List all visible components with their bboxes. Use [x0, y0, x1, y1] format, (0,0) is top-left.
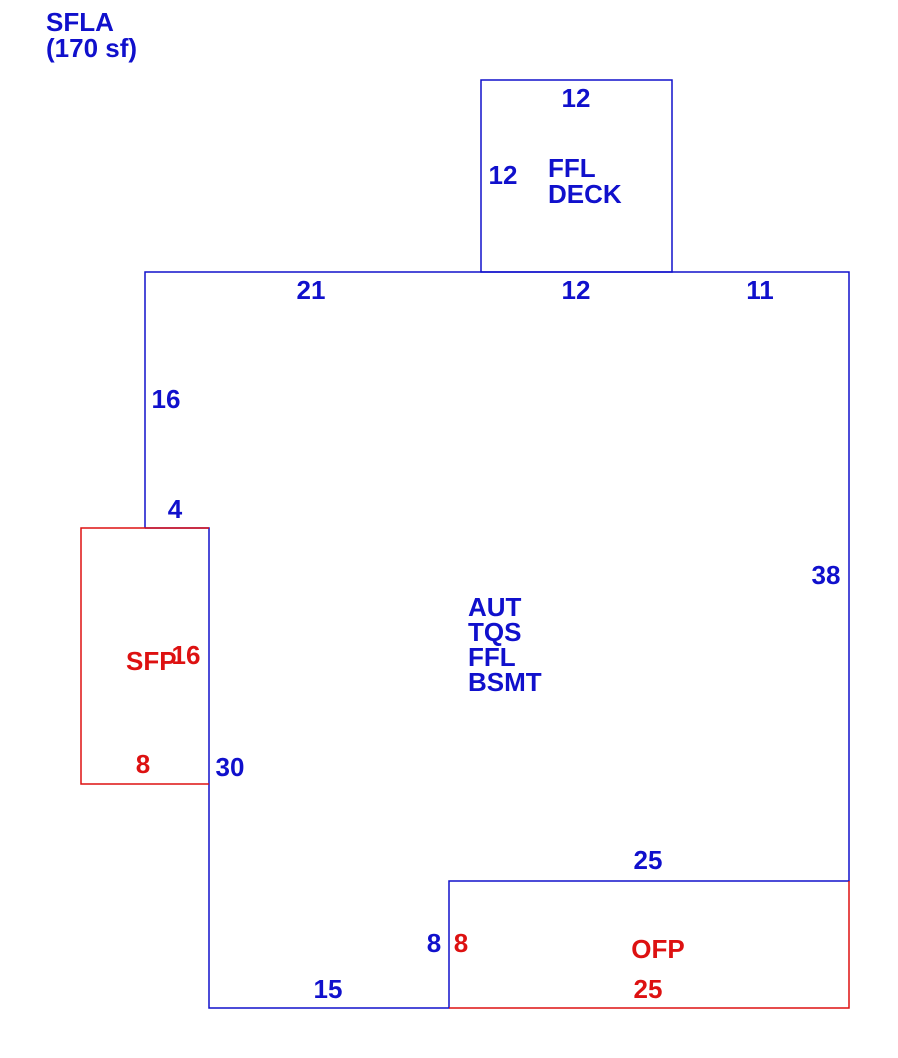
main-top-left-dim: 21	[297, 275, 326, 305]
deck-label-line2: DECK	[548, 179, 622, 209]
ofp-label: OFP	[631, 934, 684, 964]
ofp-outline	[449, 881, 850, 1009]
main-porch-side-dim: 8	[427, 928, 441, 958]
main-label-line3: FFL	[468, 642, 516, 672]
sketch-title: SFLA (170 sf)	[46, 9, 137, 61]
main-outline	[144, 271, 850, 1009]
main-bottom-dim: 15	[314, 974, 343, 1004]
main-top-right-dim: 11	[746, 275, 774, 305]
main-label-line4: BSMT	[468, 667, 542, 697]
main-left-lower-dim: 30	[216, 752, 245, 782]
sfp-label: SFP	[126, 646, 177, 676]
main-right-dim: 38	[812, 560, 841, 590]
main-left-upper-dim: 16	[152, 384, 181, 414]
main-step-dim: 4	[168, 494, 183, 524]
ofp-side-dim: 8	[454, 928, 468, 958]
sfp-bottom-dim: 8	[136, 749, 150, 779]
main-top-mid-dim: 12	[562, 275, 591, 305]
main-porch-top-dim: 25	[634, 845, 663, 875]
sfp-side-dim: 16	[172, 640, 201, 670]
deck-label-line1: FFL	[548, 153, 596, 183]
ofp-bottom-dim: 25	[634, 974, 663, 1004]
deck-side-dim: 12	[489, 160, 518, 190]
main-label-line2: TQS	[468, 617, 521, 647]
main-label-line1: AUT	[468, 592, 522, 622]
area-label: (170 sf)	[46, 33, 138, 63]
sfp-outline	[80, 527, 209, 785]
title-label: SFLA	[46, 7, 114, 37]
deck-top-dim: 12	[562, 83, 591, 113]
